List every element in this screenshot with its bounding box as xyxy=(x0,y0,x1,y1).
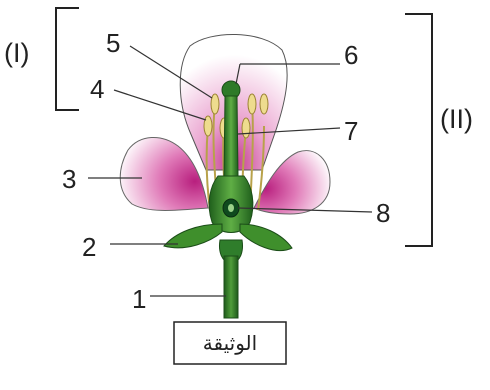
label-6: 6 xyxy=(344,40,358,70)
label-3: 3 xyxy=(62,164,76,194)
label-5: 5 xyxy=(106,28,120,58)
document-caption: الوثيقة xyxy=(174,322,286,364)
anther xyxy=(211,94,219,114)
anther xyxy=(260,94,268,114)
stem xyxy=(224,256,238,318)
group-label-i: (I) xyxy=(4,38,29,68)
label-4: 4 xyxy=(90,74,104,104)
label-2: 2 xyxy=(82,232,96,262)
label-1: 1 xyxy=(132,284,146,314)
document-caption-text: الوثيقة xyxy=(203,331,257,355)
anther xyxy=(242,118,250,138)
sepal xyxy=(240,224,292,251)
bracket-group-i xyxy=(56,8,79,110)
group-label-ii: (II) xyxy=(440,104,473,134)
anther xyxy=(204,116,212,136)
bracket-group-ii xyxy=(405,14,432,246)
label-8: 8 xyxy=(376,198,390,228)
label-7: 7 xyxy=(344,116,358,146)
style xyxy=(224,96,238,176)
anther xyxy=(248,94,256,114)
left-petal xyxy=(120,137,208,210)
